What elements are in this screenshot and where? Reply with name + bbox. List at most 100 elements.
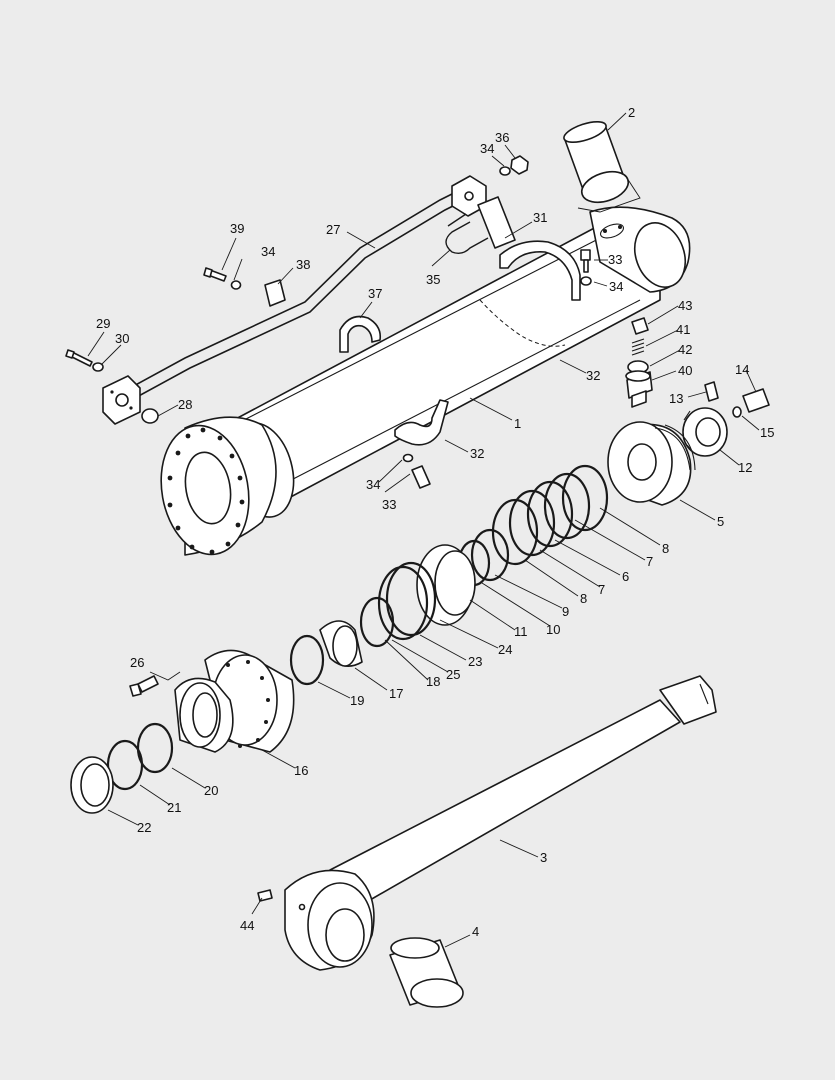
- piston-rod-3: [284, 675, 717, 971]
- seal-23: [377, 565, 429, 641]
- valve-body-40: [625, 370, 653, 408]
- seal-11: [416, 544, 476, 626]
- seal-7a: [543, 472, 591, 540]
- callout-32b: 32: [470, 446, 484, 461]
- callout-23: 23: [468, 654, 482, 669]
- callout-33a: 33: [608, 252, 622, 267]
- callout-34a: 34: [261, 244, 275, 259]
- saddle-clamp-32-lower: [394, 399, 449, 446]
- callout-11: 11: [514, 624, 528, 639]
- ring-9: [470, 528, 510, 582]
- callout-33b: 33: [382, 497, 396, 512]
- wiper-22: [70, 756, 114, 814]
- callout-9: 9: [562, 604, 569, 619]
- callout-36: 36: [495, 130, 509, 145]
- bushing-rod-eye-upper: [563, 120, 641, 213]
- callout-4: 4: [472, 924, 479, 939]
- washer-34-top: [499, 166, 511, 176]
- u-bolt-35: [445, 213, 489, 255]
- seal-20: [136, 722, 174, 774]
- plug-43: [631, 317, 649, 335]
- seal-21: [106, 739, 144, 791]
- callout-5: 5: [717, 514, 724, 529]
- callout-7b: 7: [598, 582, 605, 597]
- seal-stack: [359, 464, 609, 648]
- nut-36: [510, 155, 529, 175]
- wear-ring-8b: [491, 498, 539, 566]
- washer-34-upper: [580, 276, 592, 286]
- grease-fitting-44: [257, 889, 273, 902]
- callout-24: 24: [498, 642, 512, 657]
- callout-41: 41: [676, 322, 690, 337]
- callout-26: 26: [130, 655, 144, 670]
- callout-30: 30: [115, 331, 129, 346]
- callout-8b: 8: [580, 591, 587, 606]
- washer-34-lower: [402, 453, 414, 463]
- callout-8a: 8: [662, 541, 669, 556]
- callout-34b: 34: [480, 141, 494, 156]
- callout-40: 40: [678, 363, 692, 378]
- saddle-clamp-31: [499, 240, 581, 301]
- callout-37: 37: [368, 286, 382, 301]
- callout-21: 21: [167, 800, 181, 815]
- callout-43: 43: [678, 298, 692, 313]
- hydraulic-pipe: [102, 175, 487, 425]
- callout-34d: 34: [366, 477, 380, 492]
- callout-2: 2: [628, 105, 635, 120]
- pin-14: [742, 388, 770, 413]
- callout-19: 19: [350, 693, 364, 708]
- wear-ring-17: [319, 620, 363, 667]
- lock-nut-12: [682, 407, 728, 457]
- callout-22: 22: [137, 820, 151, 835]
- callout-28: 28: [178, 397, 192, 412]
- callout-27: 27: [326, 222, 340, 237]
- o-ring-15: [732, 406, 742, 418]
- bolt-29: [65, 349, 93, 367]
- callout-labels: 1 2 3 4 5 6 7 7 8 8 9 10 11 12 13 14 15 …: [96, 105, 774, 939]
- seal-7b: [508, 489, 556, 557]
- callout-16: 16: [294, 763, 308, 778]
- callout-6: 6: [622, 569, 629, 584]
- callout-20: 20: [204, 783, 218, 798]
- callout-42: 42: [678, 342, 692, 357]
- callout-32a: 32: [586, 368, 600, 383]
- cylinder-tube: [160, 206, 691, 556]
- callout-7a: 7: [646, 554, 653, 569]
- callout-17: 17: [389, 686, 403, 701]
- callout-31: 31: [533, 210, 547, 225]
- seal-24: [385, 561, 437, 637]
- bolt-26: [129, 675, 159, 697]
- callout-18: 18: [426, 674, 440, 689]
- wear-ring-8a: [561, 464, 609, 532]
- pipe-bracket: [477, 196, 516, 249]
- ring-25: [359, 596, 395, 648]
- callout-12: 12: [738, 460, 752, 475]
- callout-3: 3: [540, 850, 547, 865]
- callout-1: 1: [514, 416, 521, 431]
- callout-25: 25: [446, 667, 460, 682]
- bolt-39: [203, 267, 227, 282]
- callout-38: 38: [296, 257, 310, 272]
- spring-41: [631, 338, 645, 356]
- o-ring-28: [141, 408, 159, 424]
- callout-10: 10: [546, 622, 560, 637]
- leader-lines: [87, 112, 760, 948]
- callout-34c: 34: [609, 279, 623, 294]
- piston-5: [607, 421, 696, 506]
- callout-44: 44: [240, 918, 254, 933]
- callout-13: 13: [669, 391, 683, 406]
- callout-15: 15: [760, 425, 774, 440]
- callout-29: 29: [96, 316, 110, 331]
- saddle-lower-dashed-32: [479, 299, 566, 347]
- washer-34-clamp: [230, 280, 242, 290]
- seal-6: [526, 480, 574, 548]
- callout-39: 39: [230, 221, 244, 236]
- set-screw-13: [704, 381, 719, 402]
- bolt-33-upper: [580, 249, 591, 273]
- bolt-33-lower: [411, 465, 431, 489]
- seal-19: [289, 634, 325, 686]
- rod-gland-16: [174, 649, 295, 753]
- bushing-rod-eye-lower: [389, 937, 464, 1008]
- washer-30: [92, 362, 104, 372]
